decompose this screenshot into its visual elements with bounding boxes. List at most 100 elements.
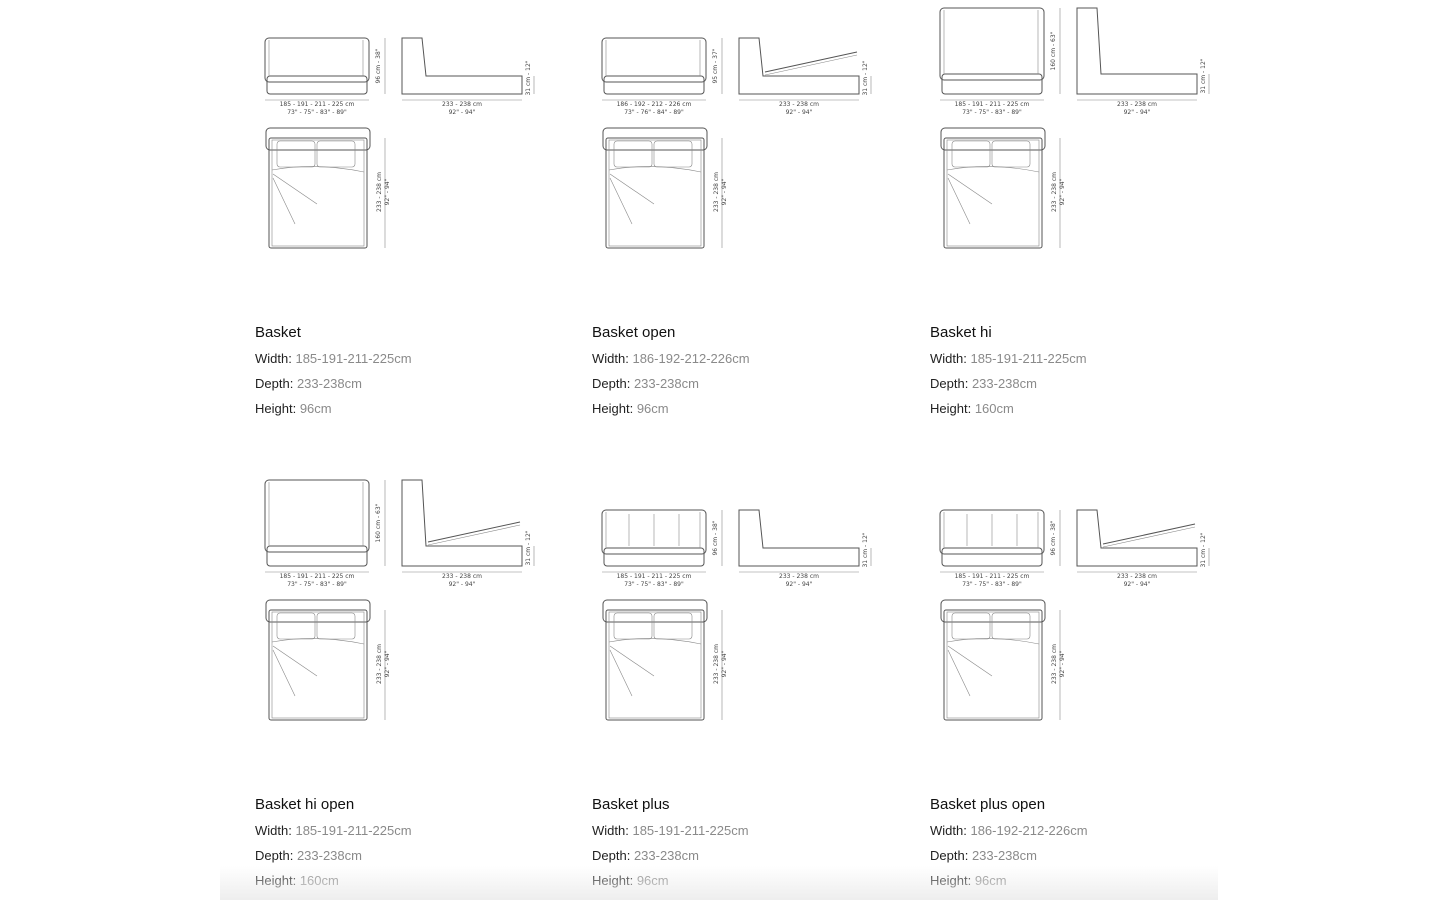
depth-dim-label-in: 92" - 94" (449, 109, 476, 116)
width-dim-label: 185 - 191 - 211 - 225 cm (617, 573, 692, 580)
base-dim-label: 31 cm - 12" (525, 60, 532, 95)
depth-dim-label: 233 - 238 cm (1117, 101, 1157, 108)
depth-dim-label: 233 - 238 cm (442, 101, 482, 108)
front-headboard (264, 37, 370, 83)
depth-dim-label: 233 - 238 cm (779, 101, 819, 108)
plan-pillow-right (653, 140, 693, 168)
plan-pillow-right (991, 612, 1031, 640)
height-dim-label: 96 cm - 38" (712, 520, 719, 555)
base-dim-label: 31 cm - 12" (525, 530, 532, 565)
plan-dim-label: 233 - 238 cm (376, 172, 383, 212)
plan-dim-label: 233 - 238 cm (376, 644, 383, 684)
side-lifted-frame (764, 51, 858, 73)
spec-width: Width: 185-191-211-225cm (592, 823, 749, 838)
spec-height: Height: 96cm (592, 400, 669, 416)
plan-frame (943, 609, 1043, 721)
model-title: Basket plus (592, 796, 670, 813)
plan-pillow-left (613, 612, 653, 640)
plan-duvet-fold (947, 645, 993, 677)
plan-headboard (602, 599, 708, 623)
height-dim-label: 96 cm - 38" (1050, 520, 1057, 555)
width-dim-label-in: 73" - 75" - 83" - 89" (962, 581, 1022, 588)
plan-duvet-fold (947, 177, 971, 225)
plan-pillow-left (951, 140, 991, 168)
side-lifted-frame-inner (427, 524, 521, 546)
model-title: Basket plus open (930, 796, 1046, 813)
width-dim-label: 185 - 191 - 211 - 225 cm (280, 101, 355, 108)
plan-duvet-fold (609, 649, 633, 697)
plan-duvet-edge (946, 166, 1040, 173)
plan-dim-label: 233 - 238 cm (1051, 172, 1058, 212)
plan-frame (605, 609, 705, 721)
side-profile (738, 37, 860, 95)
spec-width: Width: 186-192-212-226cm (592, 351, 750, 366)
width-dim-label-in: 73" - 76" - 84" - 89" (624, 109, 684, 116)
side-lifted-frame-inner (1102, 526, 1196, 548)
plan-duvet-fold (609, 173, 655, 205)
plan-headboard (265, 127, 371, 151)
plan-duvet-edge (271, 638, 365, 645)
plan-headboard (265, 599, 371, 623)
depth-dim-label-in: 92" - 94" (1124, 581, 1151, 588)
spec-depth: Depth: 233-238cm (255, 847, 362, 863)
side-profile (401, 479, 523, 567)
side-profile (738, 509, 860, 567)
base-dim-label: 31 cm - 12" (1200, 58, 1207, 93)
plan-headboard (602, 127, 708, 151)
spec-width: Width: 185-191-211-225cm (255, 351, 412, 366)
plan-dim-label-in: 92" - 94" (721, 650, 728, 677)
plan-pillow-right (316, 140, 356, 168)
depth-dim-label: 233 - 238 cm (1117, 573, 1157, 580)
plan-duvet-fold (947, 649, 971, 697)
model-title: Basket (255, 324, 301, 341)
spec-depth: Depth: 233-238cm (592, 847, 699, 863)
front-base (941, 547, 1043, 567)
side-profile (401, 37, 523, 95)
base-dim-label: 31 cm - 12" (862, 60, 869, 95)
depth-dim-label-in: 92" - 94" (786, 581, 813, 588)
depth-dim-label: 233 - 238 cm (779, 573, 819, 580)
plan-frame (943, 137, 1043, 249)
plan-dim-label: 233 - 238 cm (713, 644, 720, 684)
plan-duvet-fold (272, 649, 296, 697)
spec-depth: Depth: 233-238cm (255, 375, 362, 391)
plan-pillow-right (316, 612, 356, 640)
depth-dim-label-in: 92" - 94" (786, 109, 813, 116)
side-lifted-frame-inner (764, 54, 858, 76)
width-dim-label-in: 73" - 75" - 83" - 89" (624, 581, 684, 588)
plan-mattress (271, 611, 365, 719)
depth-dim-label-in: 92" - 94" (1124, 109, 1151, 116)
plan-mattress (271, 139, 365, 247)
front-base (266, 75, 368, 95)
plan-dim-label-in: 92" - 94" (1059, 650, 1066, 677)
front-headboard (939, 509, 1045, 555)
plan-dim-label: 233 - 238 cm (713, 172, 720, 212)
height-dim-label: 95 cm - 37" (712, 48, 719, 83)
width-dim-label: 185 - 191 - 211 - 225 cm (955, 101, 1030, 108)
model-title: Basket hi (930, 324, 992, 341)
spec-depth: Depth: 233-238cm (930, 847, 1037, 863)
front-base (603, 547, 705, 567)
model-title: Basket hi open (255, 796, 355, 813)
plan-pillow-left (276, 612, 316, 640)
depth-dim-label-in: 92" - 94" (449, 581, 476, 588)
side-profile (1076, 509, 1198, 567)
base-dim-label: 31 cm - 12" (862, 532, 869, 567)
plan-duvet-fold (272, 177, 296, 225)
